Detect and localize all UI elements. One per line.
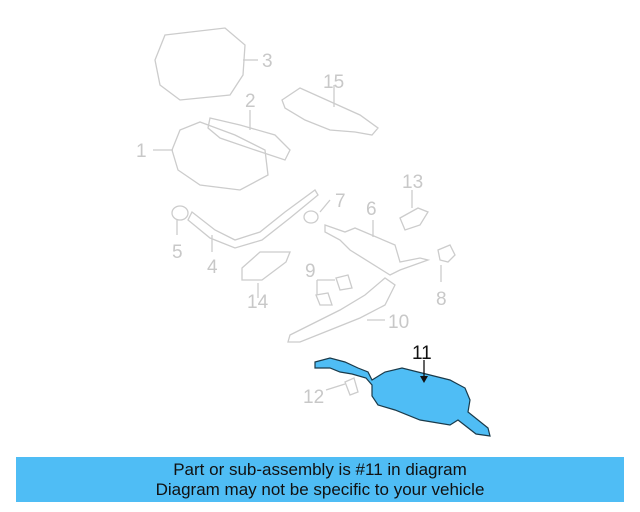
callout-14[interactable]: 14	[247, 292, 269, 313]
callout-8[interactable]: 8	[436, 289, 447, 310]
part-15-shield	[281, 87, 379, 136]
part-11-muffler	[314, 357, 491, 437]
callout-1[interactable]: 1	[136, 141, 147, 162]
callout-5[interactable]: 5	[172, 242, 183, 263]
part-5-gasket	[171, 205, 189, 221]
parts-illustration	[153, 27, 491, 437]
callout-11[interactable]: 11	[412, 343, 432, 364]
banner-line-disclaimer: Diagram may not be specific to your vehi…	[155, 480, 485, 499]
callout-9[interactable]: 9	[305, 261, 316, 282]
callout-2[interactable]: 2	[245, 91, 256, 112]
callout-6[interactable]: 6	[366, 199, 377, 220]
part-9-hanger	[335, 274, 353, 291]
callout-7[interactable]: 7	[335, 191, 346, 212]
part-13-bracket	[399, 207, 429, 231]
callout-13[interactable]: 13	[402, 172, 424, 193]
callout-4[interactable]: 4	[207, 257, 218, 278]
callout-10[interactable]: 10	[388, 312, 410, 333]
part-6-resonator	[324, 224, 431, 276]
exhaust-system-diagram: 1 2 3 4 5 6 7 8 9 10 11 12 13 14 15	[136, 27, 491, 437]
part-4-converter	[187, 189, 319, 249]
part-8-hanger	[437, 244, 456, 263]
part-7-clamp	[303, 210, 319, 224]
part-12-hanger	[344, 377, 359, 396]
part-10-shield	[287, 277, 396, 343]
banner-line-part-number: Part or sub-assembly is #11 in diagram	[173, 460, 467, 479]
callout-3[interactable]: 3	[262, 51, 273, 72]
info-banner: Part or sub-assembly is #11 in diagram D…	[16, 457, 624, 502]
part-3-heat-shield	[154, 27, 246, 101]
part-1-manifold	[171, 121, 269, 191]
part-14-heatshield	[241, 251, 291, 281]
part-2-gasket	[207, 117, 291, 161]
callout-15[interactable]: 15	[323, 72, 345, 93]
callout-12[interactable]: 12	[303, 387, 325, 408]
